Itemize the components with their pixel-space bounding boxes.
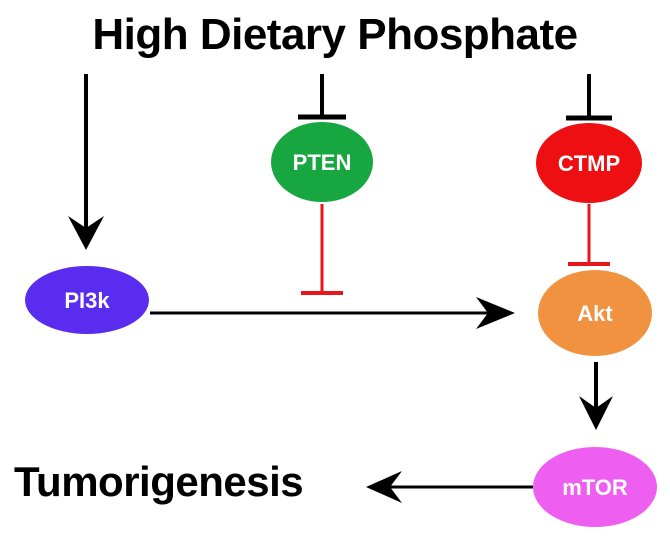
inhibit-phosphate-to-pten — [298, 74, 346, 120]
ctmp-ellipse — [536, 123, 642, 203]
arrow-pi3k-to-akt — [150, 297, 515, 329]
pten-ellipse — [271, 122, 373, 202]
mtor-ellipse — [533, 447, 657, 527]
arrow-phosphate-to-pi3k — [68, 74, 104, 250]
arrow-mtor-to-tumorigenesis — [366, 471, 533, 503]
akt-ellipse — [538, 270, 652, 356]
pi3k-ellipse — [25, 266, 149, 334]
diagram-title: High Dietary Phosphate — [92, 10, 578, 59]
pten-label: PTEN — [293, 150, 352, 175]
mtor-label: mTOR — [562, 475, 628, 500]
arrow-akt-to-mtor — [579, 362, 613, 430]
inhibit-ctmp-to-akt — [568, 204, 610, 266]
node-pten: PTEN — [271, 122, 373, 202]
node-mtor: mTOR — [533, 447, 657, 527]
node-akt: Akt — [538, 270, 652, 356]
outcome-label: Tumorigenesis — [14, 458, 304, 505]
ctmp-label: CTMP — [558, 151, 620, 176]
akt-label: Akt — [577, 301, 613, 326]
pi3k-label: PI3k — [64, 288, 110, 313]
inhibit-phosphate-to-ctmp — [566, 74, 612, 121]
node-ctmp: CTMP — [536, 123, 642, 203]
inhibit-pten-to-pi3k-akt — [301, 204, 343, 295]
node-pi3k: PI3k — [25, 266, 149, 334]
